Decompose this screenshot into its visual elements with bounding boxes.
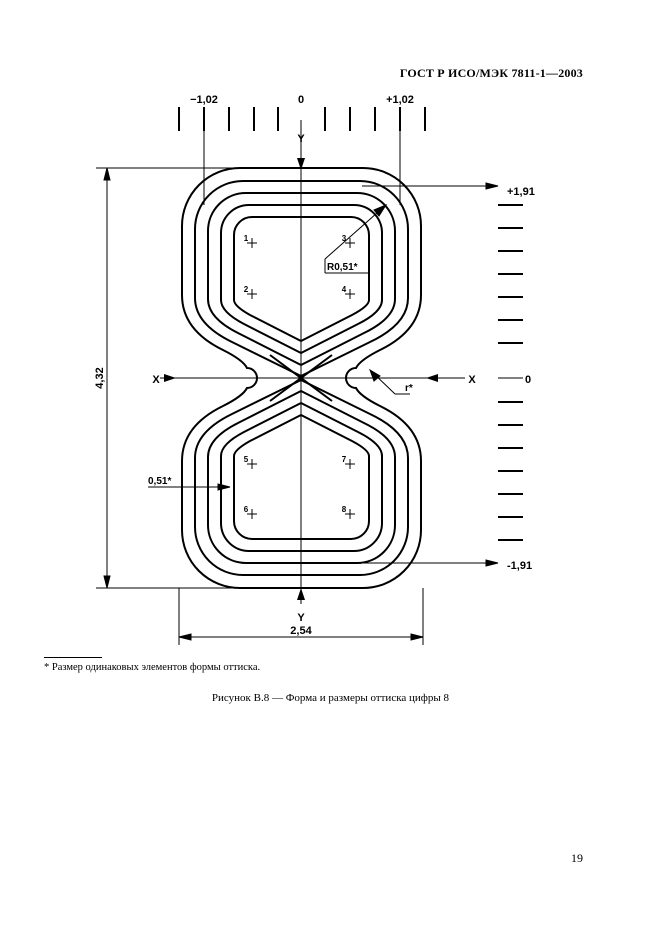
point-label-2: 2 bbox=[244, 285, 249, 294]
height-dimension-label: 4,32 bbox=[94, 367, 106, 388]
y-axis-label-bottom: Y bbox=[297, 612, 305, 624]
point-label-8: 8 bbox=[342, 505, 347, 514]
point-label-7: 7 bbox=[342, 455, 347, 464]
right-label-top: +1,91 bbox=[507, 186, 535, 198]
small-radius-label: r* bbox=[405, 383, 413, 394]
point-label-6: 6 bbox=[244, 505, 249, 514]
figure-8-contours bbox=[181, 167, 422, 589]
point-label-5: 5 bbox=[244, 455, 249, 464]
right-label-bottom: -1,91 bbox=[507, 560, 532, 572]
x-axis-label-right: X bbox=[468, 374, 476, 386]
point-label-3: 3 bbox=[342, 234, 347, 243]
axis-arrows bbox=[164, 158, 438, 600]
standard-code: ГОСТ Р ИСО/МЭК 7811-1—2003 bbox=[399, 66, 583, 80]
footnote: * Размер одинаковых элементов формы отти… bbox=[44, 662, 261, 673]
x-axis-label-left: X bbox=[152, 374, 160, 386]
footnote-rule bbox=[44, 657, 102, 658]
top-label-center: 0 bbox=[298, 94, 304, 106]
reference-lines bbox=[96, 107, 523, 645]
top-label-left: −1,02 bbox=[190, 94, 218, 106]
point-label-4: 4 bbox=[342, 285, 347, 294]
point-label-1: 1 bbox=[244, 234, 249, 243]
point-crosses bbox=[247, 238, 355, 519]
right-label-middle: 0 bbox=[525, 374, 531, 386]
right-tick-marks bbox=[498, 204, 523, 541]
top-tick-marks bbox=[178, 107, 426, 131]
y-axis-label-top: Y bbox=[297, 133, 305, 145]
figure-caption: Рисунок В.8 — Форма и размеры оттиска ци… bbox=[211, 692, 450, 704]
top-label-right: +1,02 bbox=[386, 94, 414, 106]
radius-label: R0,51* bbox=[327, 262, 358, 273]
dimension-lines bbox=[103, 167, 499, 641]
gap-dimension-label: 0,51* bbox=[148, 476, 171, 487]
page-number: 19 bbox=[571, 851, 583, 865]
width-dimension-label: 2,54 bbox=[290, 625, 312, 637]
